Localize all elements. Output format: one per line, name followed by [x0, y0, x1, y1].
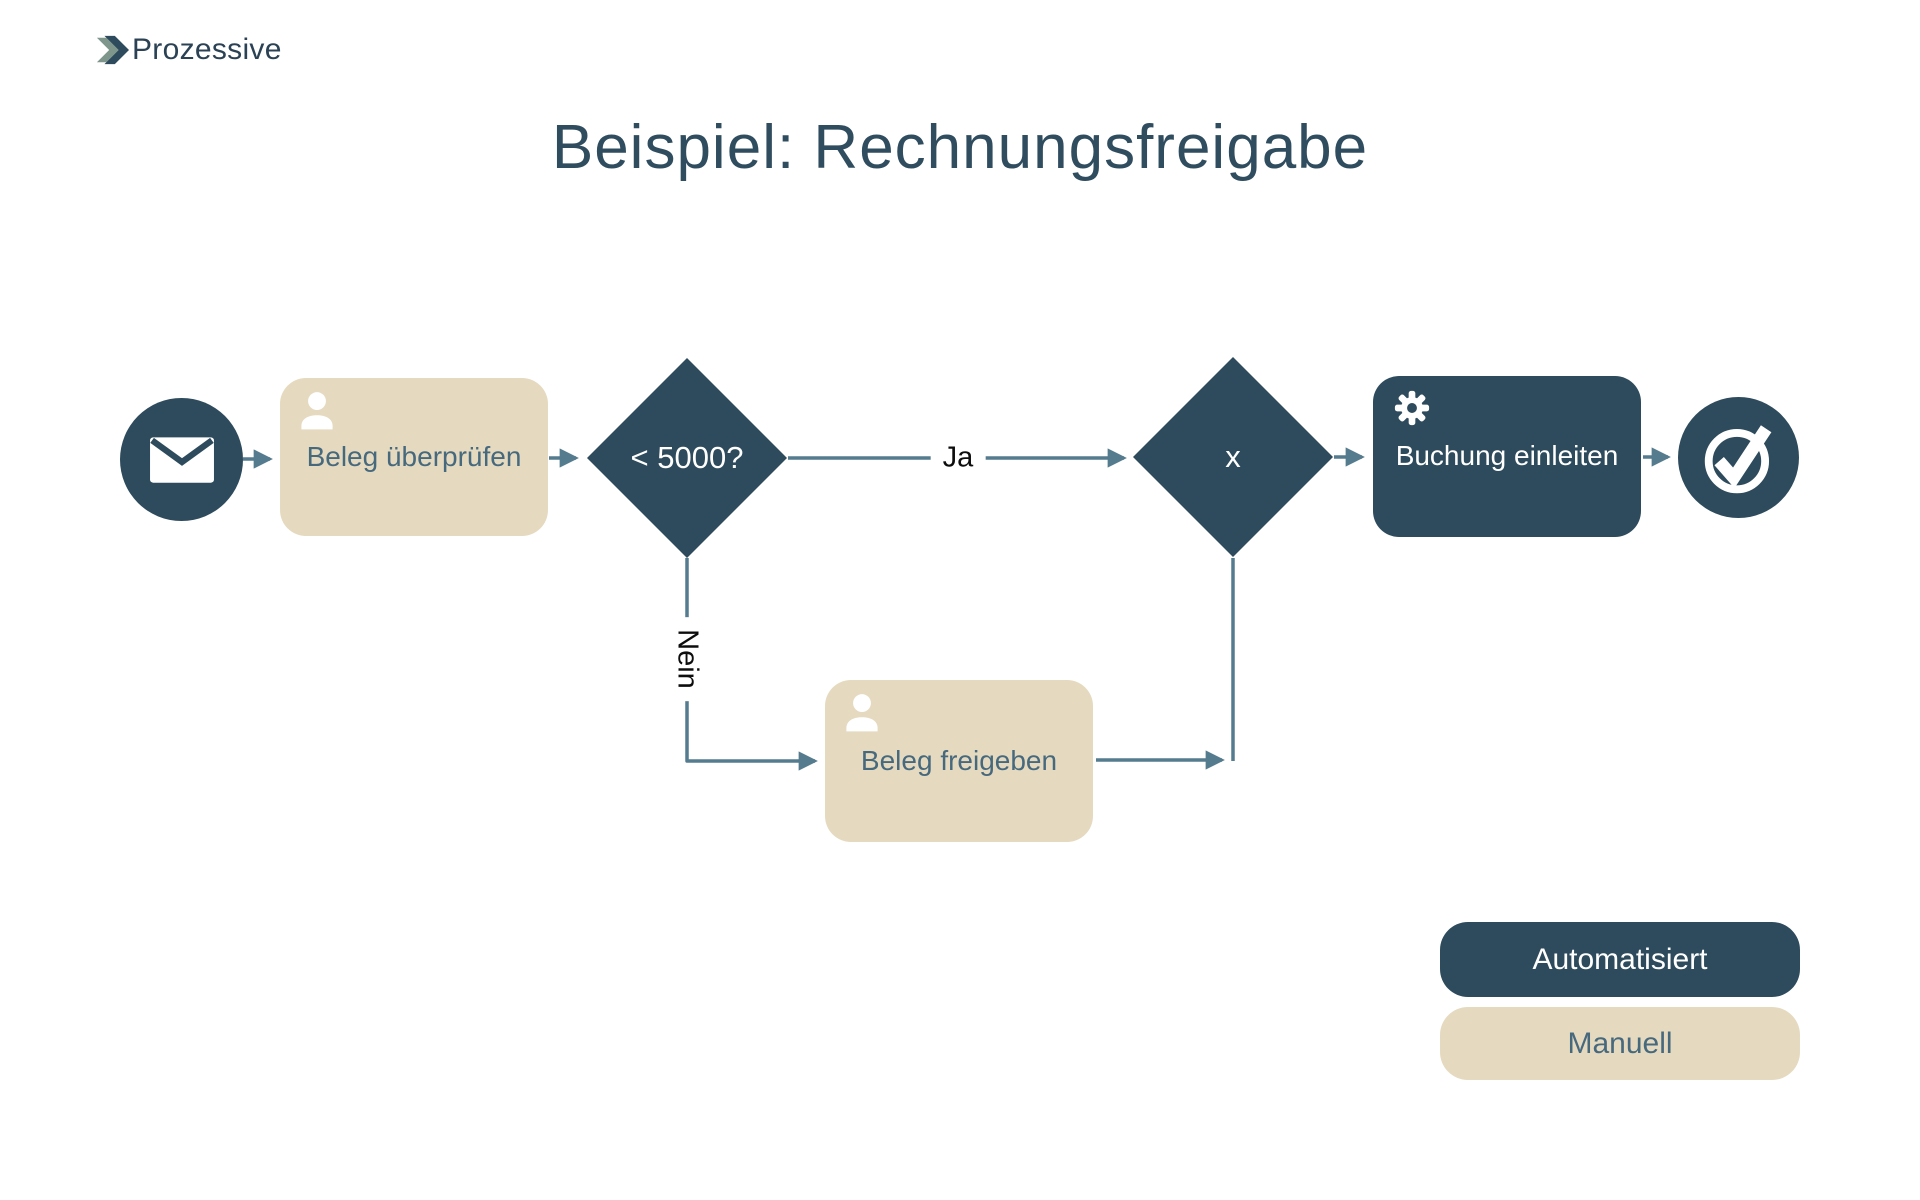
legend-label: Manuell [1567, 1026, 1673, 1060]
diamond-shape [1133, 357, 1333, 557]
decision-label: < 5000? [630, 440, 744, 475]
check-circle-icon [1704, 424, 1771, 493]
legend-item-automatisiert: Automatisiert [1440, 922, 1800, 997]
task-beleg-ueberpruefen: Beleg überprüfen [280, 378, 548, 536]
merge-label: x [1225, 439, 1241, 474]
person-icon [845, 693, 879, 743]
merge-gateway: x [1133, 357, 1333, 557]
task-label: Beleg überprüfen [306, 440, 522, 472]
legend-label: Automatisiert [1532, 942, 1708, 976]
brand-logo: Prozessive [95, 33, 282, 67]
edge-label-ja: Ja [930, 439, 986, 477]
legend-item-manuell: Manuell [1440, 1007, 1800, 1080]
start-event [120, 398, 243, 521]
person-icon [300, 391, 334, 441]
decision-gateway: < 5000? [587, 358, 787, 558]
brand-name: Prozessive [132, 33, 282, 66]
task-label: Beleg freigeben [860, 744, 1058, 776]
task-beleg-freigeben: Beleg freigeben [825, 680, 1093, 842]
end-event [1678, 397, 1799, 518]
page-title: Beispiel: Rechnungsfreigabe [551, 113, 1369, 182]
task-buchung-einleiten: Buchung einleiten [1373, 376, 1641, 537]
edge-label-nein: Nein [668, 617, 706, 701]
double-chevron-icon [96, 35, 129, 65]
diamond-shape [587, 358, 787, 558]
envelope-icon [149, 436, 214, 483]
gear-icon [1393, 389, 1431, 437]
task-label: Buchung einleiten [1395, 440, 1619, 472]
edge-decision-nein-to-approve [685, 558, 818, 771]
